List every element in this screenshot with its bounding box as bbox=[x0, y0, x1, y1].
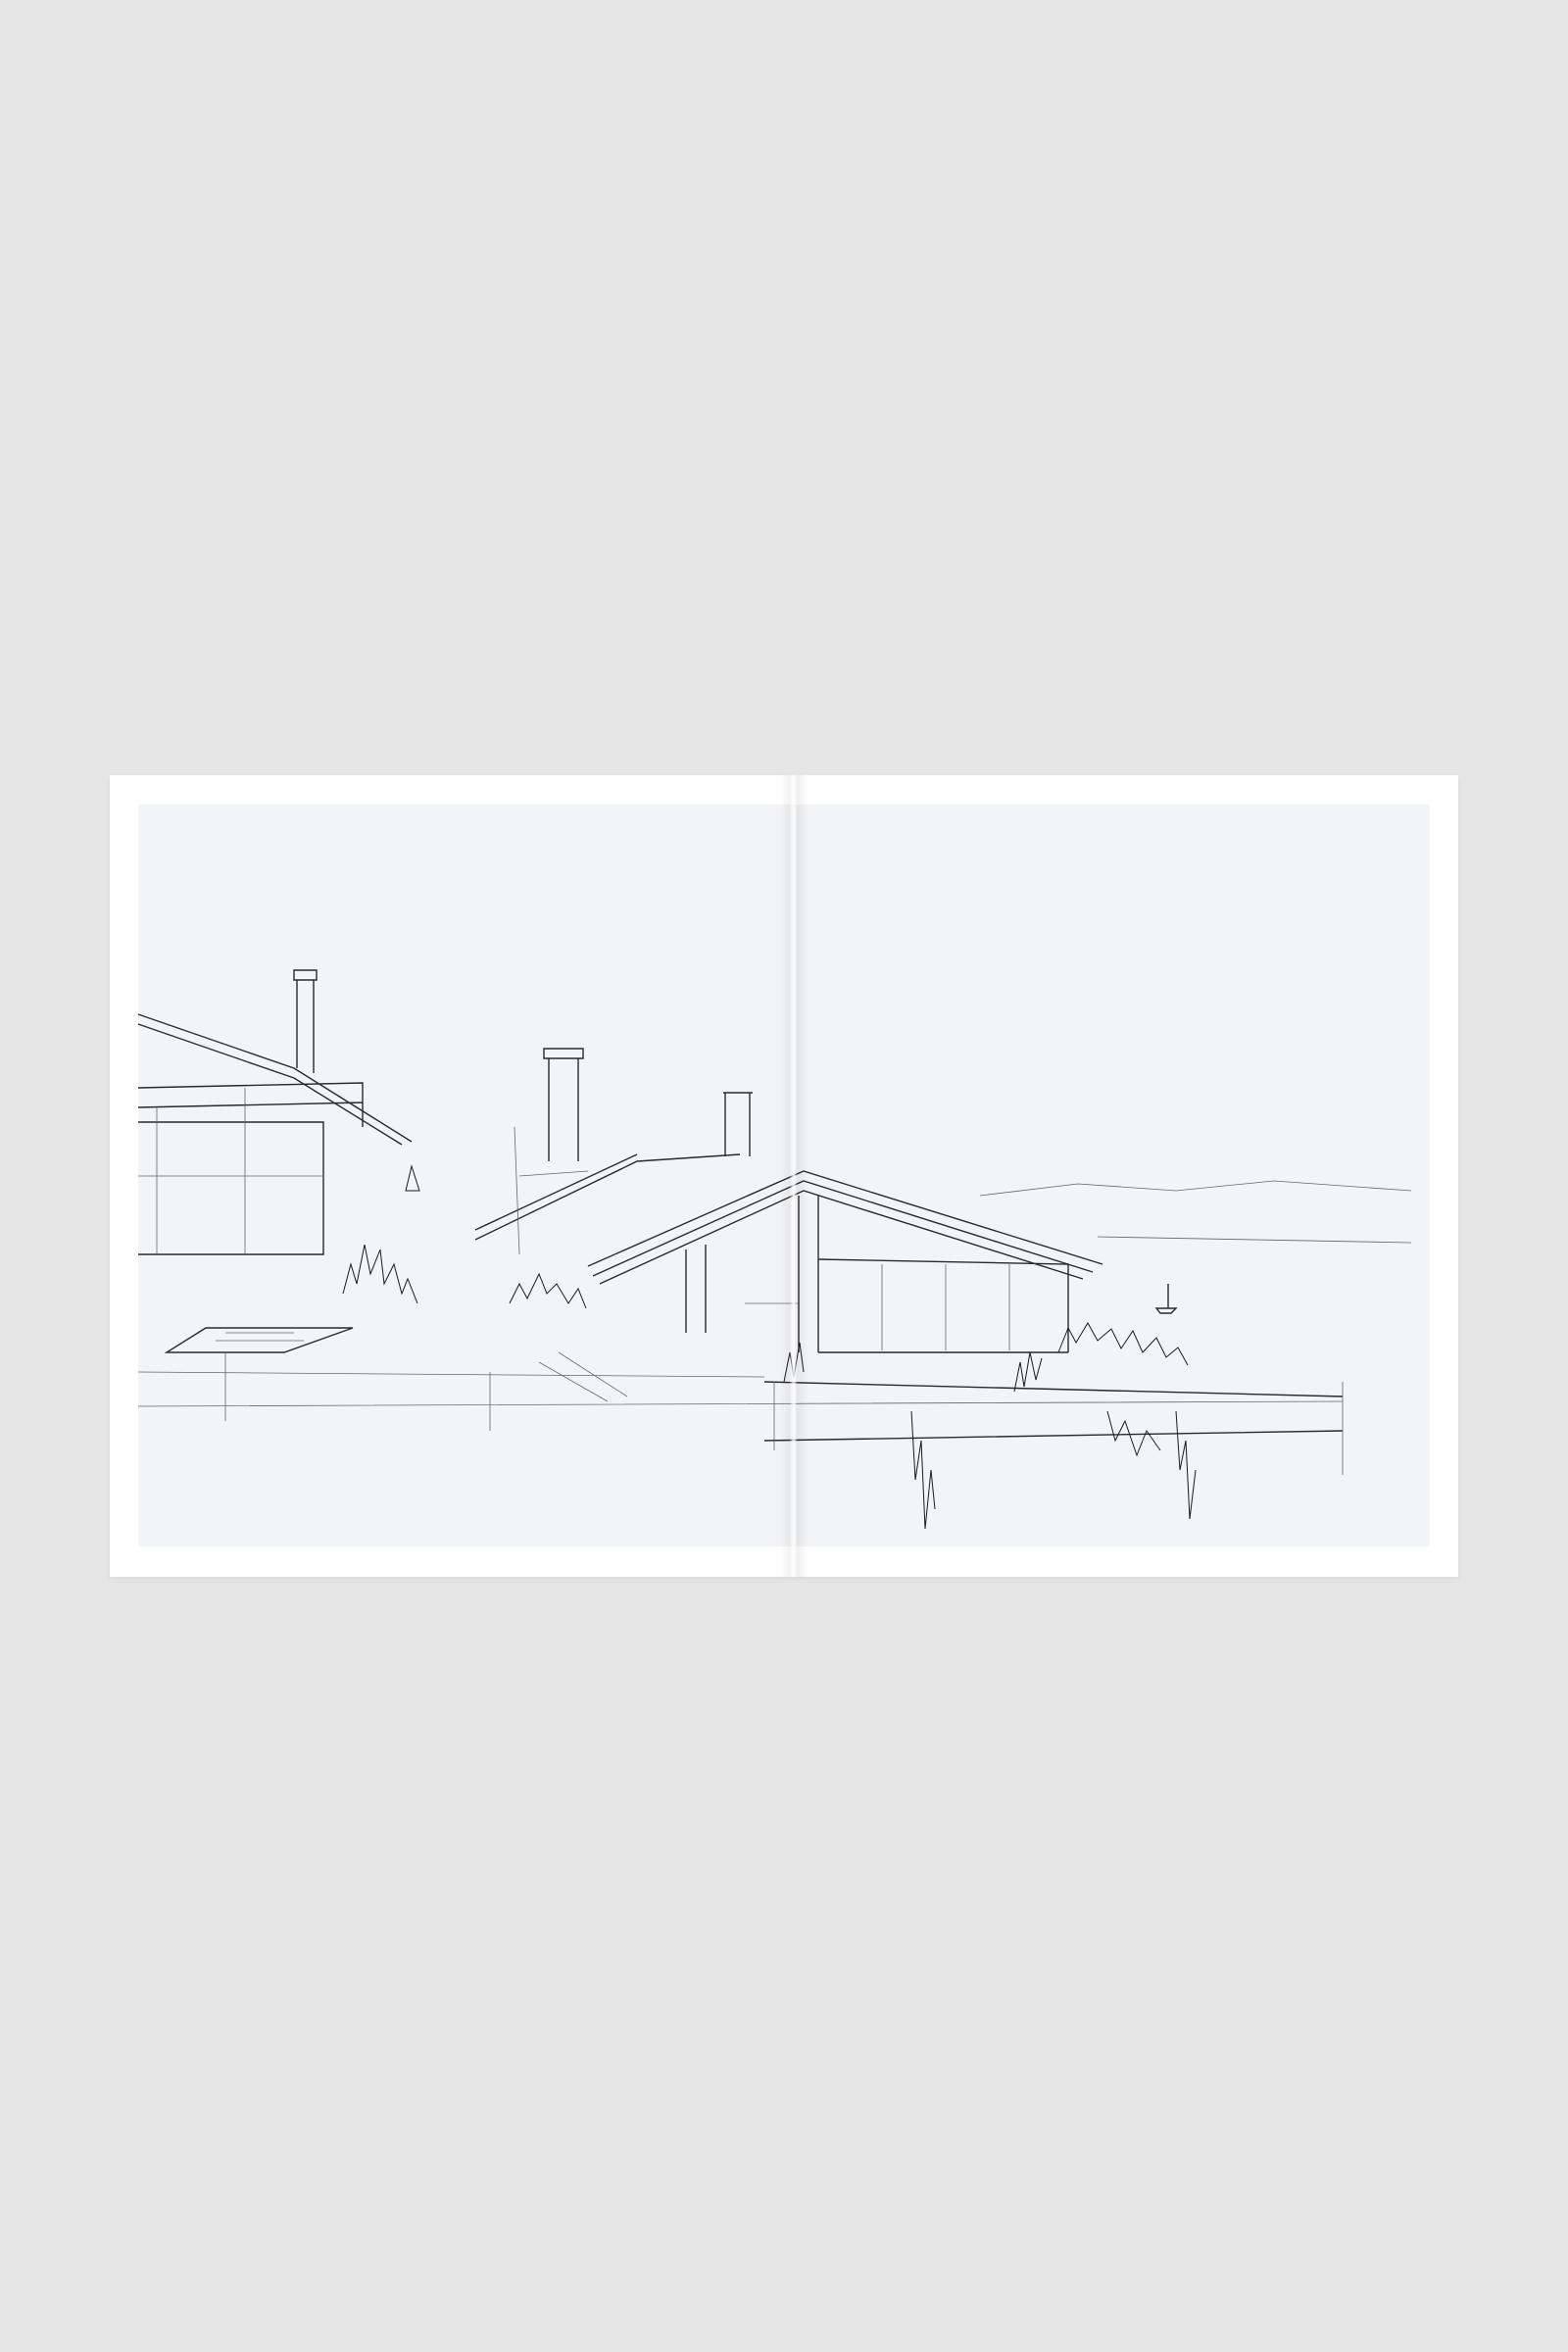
book-spine-fold bbox=[779, 775, 808, 1577]
left-house bbox=[137, 969, 420, 1255]
main-house bbox=[587, 1170, 1103, 1353]
middle-house bbox=[474, 1048, 753, 1255]
vegetation bbox=[342, 1244, 1197, 1530]
ground-lines bbox=[137, 1327, 1344, 1475]
horizon bbox=[979, 1180, 1412, 1314]
